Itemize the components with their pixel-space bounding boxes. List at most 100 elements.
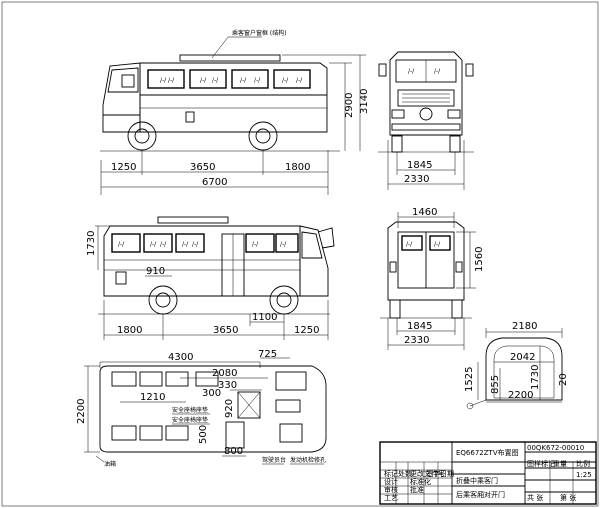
- plan-outline: [99, 365, 327, 453]
- tb-scale: 比例: [576, 459, 590, 468]
- dim-plan-length-e: 300: [202, 388, 221, 399]
- roof-unit: [179, 54, 281, 62]
- front-view: /-/ /-/ 1845 2330: [378, 51, 474, 190]
- svg-text:/-/: /-/: [150, 241, 157, 248]
- title-block: 标记 处数 更改文件号 签字 日期 设计 审核 工艺 标准化 批准 EQ6672…: [379, 441, 597, 505]
- svg-text:/-/: /-/: [434, 241, 441, 248]
- label-seat-a: 安全座椅座垫: [172, 406, 208, 414]
- dim-section-height-a: 1525: [464, 367, 475, 392]
- dim-section-top-width: 2180: [512, 321, 537, 332]
- window-1: [147, 69, 185, 89]
- dim-door-offset: 1100: [252, 312, 277, 323]
- dim-plan-width-c: 500: [198, 425, 209, 444]
- dim-height-body: 2900: [344, 93, 355, 118]
- dim-rear-track: 1845: [407, 321, 432, 332]
- dim-plan-length-a: 4300: [168, 352, 193, 363]
- tb-note-2: 后乘客厢对开门: [456, 490, 505, 499]
- window-r1: [111, 233, 141, 253]
- svg-text:/-/: /-/: [160, 77, 167, 84]
- front-wheel-2: [269, 285, 299, 315]
- dim-front-track: 1845: [407, 160, 432, 171]
- svg-text:/-/: /-/: [200, 77, 207, 84]
- dim-section-height-c: 20: [558, 373, 569, 386]
- tb-qty: 处数: [398, 469, 412, 478]
- tb-design: 设计: [384, 477, 398, 486]
- front-bumper: [391, 123, 461, 131]
- window-3: [231, 69, 269, 89]
- grille: [397, 89, 455, 107]
- svg-text:/-/: /-/: [254, 77, 261, 84]
- mirror-2: [317, 227, 335, 249]
- section-view: 2180 2042 1525 855 1730 20 2200: [464, 321, 569, 410]
- window-2: [189, 69, 227, 89]
- tb-weight: 重量: [553, 460, 567, 468]
- tb-date: 日期: [440, 470, 454, 478]
- label-engine: 发动机检修孔: [290, 456, 326, 464]
- dim-window-height: 1730: [86, 231, 97, 256]
- tb-approve: 批准: [410, 485, 424, 494]
- svg-text:/-/: /-/: [182, 241, 189, 248]
- side-view-right: /-/ /-/ /-/ /-/ /-/ /-/ /-/ 1730 910 180…: [86, 216, 335, 340]
- dim-rear-overhang: 1800: [285, 162, 310, 173]
- front-body: [389, 51, 463, 136]
- tb-standard: 标准化: [410, 477, 431, 486]
- section-outline: [485, 337, 563, 401]
- dim-plan-length-f: 1210: [140, 392, 165, 403]
- cab-window: [107, 67, 139, 93]
- svg-text:/-/: /-/: [408, 68, 415, 75]
- dim-section-total-width: 2200: [508, 390, 533, 401]
- dim-rear-door-width: 1460: [412, 207, 437, 218]
- dim-rear-overhang-2: 1800: [117, 325, 142, 336]
- note-window-frame: 乘客窗户窗框 (结构): [232, 29, 287, 37]
- dim-front-width: 2330: [404, 174, 429, 185]
- title-block-frame: [379, 441, 597, 505]
- tb-drawing-no: 00QK672-00010: [527, 444, 584, 452]
- svg-text:/-/: /-/: [296, 77, 303, 84]
- dim-front-overhang: 1250: [111, 162, 136, 173]
- driver-seat: [275, 371, 307, 391]
- window-r2: [143, 233, 173, 253]
- dim-plan-length-b: 725: [258, 349, 277, 360]
- dim-rear-door-height: 1560: [474, 247, 485, 272]
- svg-text:/-/: /-/: [212, 77, 219, 84]
- svg-text:/-/: /-/: [240, 77, 247, 84]
- dim-plan-width-a: 2200: [76, 399, 87, 424]
- dim-rear-width: 2330: [404, 335, 429, 346]
- label-seat-b: 安全座椅座垫: [172, 416, 208, 424]
- dim-plan-length-d: 330: [218, 380, 237, 391]
- tb-drawing-name: EQ6672ZTV布置图: [456, 448, 519, 457]
- tb-sign: 签字: [426, 469, 440, 478]
- svg-text:/-/: /-/: [160, 241, 167, 248]
- engine-hatch: [237, 391, 261, 419]
- window-r4: [245, 233, 275, 253]
- dim-overall-length: 6700: [202, 177, 227, 188]
- dim-section-height-b: 855: [490, 375, 501, 394]
- tb-mark: 标记: [384, 469, 398, 478]
- tb-scale-value: 1:25: [576, 471, 592, 479]
- dim-wheelbase: 3650: [190, 162, 215, 173]
- svg-text:/-/: /-/: [406, 241, 413, 248]
- roof-unit-2: [157, 216, 229, 224]
- cab: [102, 62, 141, 133]
- window-4: [273, 69, 311, 89]
- dim-height-total: 3140: [359, 89, 370, 114]
- svg-text:/-/: /-/: [282, 77, 289, 84]
- front-wheel: [127, 121, 157, 151]
- left-mirror: [378, 63, 387, 77]
- tb-sheet-total: 共 张: [527, 493, 543, 502]
- tb-stage: 图样标记: [527, 459, 555, 468]
- tb-review: 审核: [384, 485, 398, 494]
- label-driver: 驾驶员台: [262, 456, 286, 464]
- svg-text:/-/: /-/: [192, 241, 199, 248]
- dim-section-inner-width: 2042: [510, 352, 535, 363]
- dim-plan-width-d: 800: [224, 446, 243, 457]
- rear-view: /-/ /-/ 1460 1560 1845 2330: [380, 207, 485, 350]
- svg-text:/-/: /-/: [168, 77, 175, 84]
- plan-view: 4300 725 2080 330 300 1210 2200 920 500 …: [76, 349, 327, 468]
- right-mirror: [465, 63, 474, 77]
- dim-plan-length-c: 2080: [212, 368, 237, 379]
- tb-process: 工艺: [384, 494, 398, 502]
- svg-text:/-/: /-/: [280, 241, 287, 248]
- tb-note-1: 折叠中乘客门: [456, 476, 498, 485]
